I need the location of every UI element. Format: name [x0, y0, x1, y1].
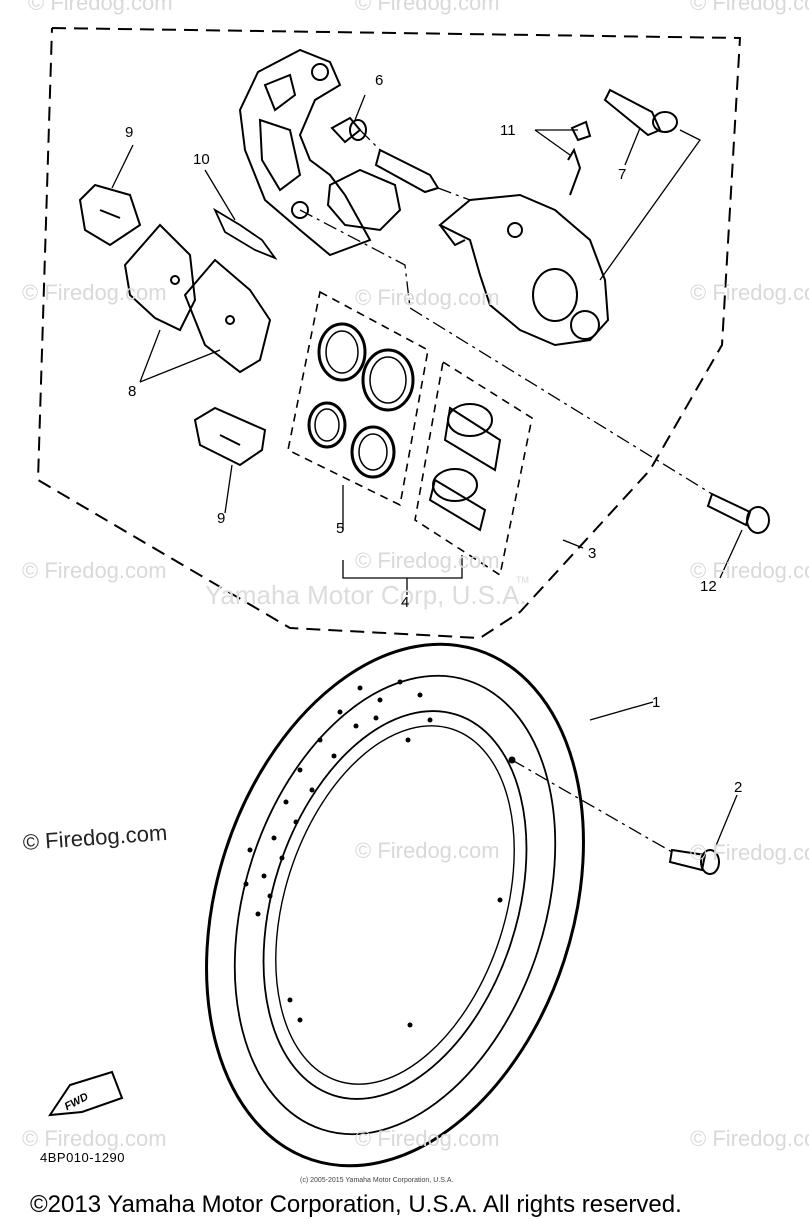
- callout-9-bottom: 9: [217, 510, 226, 527]
- watermark: © Firedog.com: [690, 1126, 809, 1151]
- callout-1: 1: [652, 694, 661, 711]
- callout-12: 12: [700, 578, 717, 595]
- watermark: © Firedog.com: [355, 838, 500, 863]
- callout-8: 8: [128, 383, 137, 400]
- callout-2: 2: [734, 779, 743, 796]
- brake-pads: [123, 223, 272, 374]
- watermark: © Firedog.com: [690, 280, 809, 305]
- pad-spring-top: [78, 183, 142, 247]
- watermark: © Firedog.com: [355, 285, 500, 310]
- watermark: © Firedog.com: [28, 0, 173, 15]
- leader-lines: [111, 94, 743, 849]
- diagram-code: 4BP010-1290: [40, 1150, 126, 1165]
- watermark: © Firedog.com: [690, 558, 809, 583]
- copyright-notice: ©2013 Yamaha Motor Corporation, U.S.A. A…: [30, 1191, 682, 1218]
- pad-support: [326, 168, 402, 232]
- center-lines: [299, 129, 713, 853]
- watermark: © Firedog.com: [22, 558, 167, 583]
- callout-3: 3: [588, 545, 597, 562]
- brake-disc: [205, 642, 585, 1168]
- callout-5: 5: [336, 520, 345, 537]
- caliper-bracket: [238, 48, 372, 257]
- bolt-7: [603, 88, 678, 137]
- watermark: © Firedog.com: [22, 1126, 167, 1151]
- callout-7: 7: [618, 166, 627, 183]
- watermark: © Firedog.com: [355, 1126, 500, 1151]
- credit-text: (c) 2005-2015 Yamaha Motor Corporation, …: [300, 1177, 454, 1184]
- pad-clip: [212, 207, 278, 260]
- bleed-screw-11: [567, 120, 592, 196]
- watermark: © Firedog.com: [690, 0, 809, 15]
- callout-6: 6: [375, 72, 384, 89]
- callout-4: 4: [401, 594, 410, 611]
- piston-kit: [414, 360, 533, 577]
- fwd-arrow: [48, 1070, 124, 1117]
- callout-11: 11: [500, 122, 516, 139]
- slide-pin: [374, 148, 440, 194]
- watermark: © Firedog.com: [355, 548, 500, 573]
- yamaha-watermark: Yamaha Motor Corp, U.S.A.: [205, 580, 527, 610]
- watermark: © Firedog.com: [355, 0, 500, 15]
- bolt-2: [668, 848, 720, 875]
- callout-10: 10: [193, 151, 210, 168]
- callout-9-top: 9: [125, 124, 134, 141]
- pad-spring-bottom: [193, 406, 267, 467]
- seal-kit: [287, 290, 429, 507]
- watermark: © Firedog.com: [22, 280, 167, 305]
- trademark-mark: TM: [516, 575, 529, 585]
- watermark: © Firedog.com: [690, 840, 809, 865]
- bolt-12: [706, 492, 770, 534]
- caliper-body: [438, 193, 610, 347]
- caliper-assembly-boundary: [36, 27, 742, 640]
